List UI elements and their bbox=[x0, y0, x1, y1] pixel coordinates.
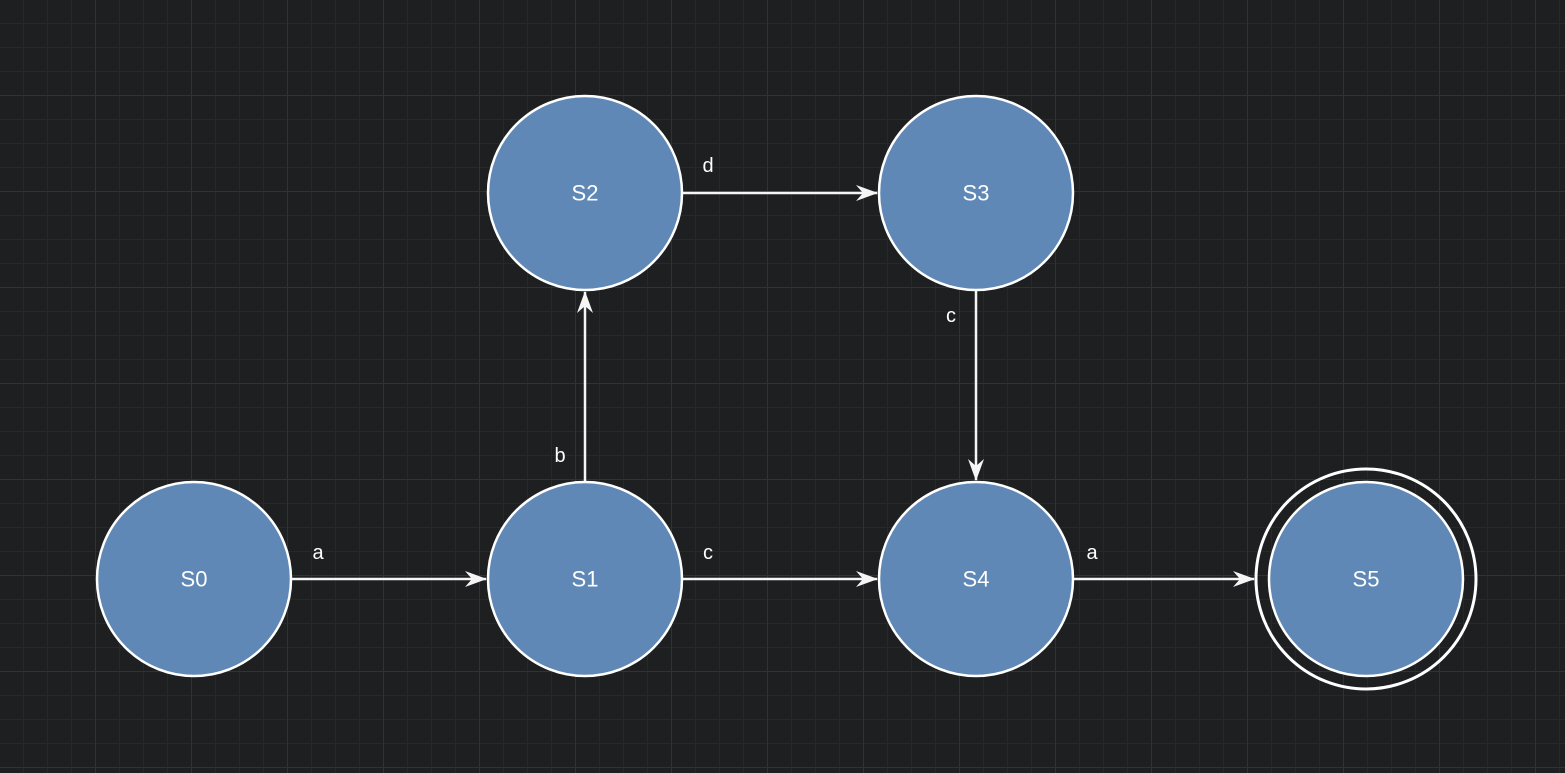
accepting-state-outer-ring bbox=[1254, 467, 1478, 691]
state-circle[interactable] bbox=[877, 480, 1075, 678]
state-circle[interactable] bbox=[95, 480, 293, 678]
transition-label: b bbox=[554, 445, 565, 467]
transition-label: a bbox=[1086, 542, 1098, 564]
transition-label: a bbox=[312, 542, 324, 564]
transition-label: d bbox=[702, 155, 713, 177]
transition-S3-S4[interactable]: c bbox=[946, 291, 984, 481]
transition-S4-S5[interactable]: a bbox=[1073, 542, 1255, 587]
transition-S1-S4[interactable]: c bbox=[683, 542, 878, 587]
state-circle[interactable] bbox=[1267, 480, 1465, 678]
transition-label: c bbox=[946, 305, 956, 327]
state-node-s2[interactable]: S2 bbox=[486, 94, 684, 292]
state-circle[interactable] bbox=[877, 94, 1075, 292]
transition-S0-S1[interactable]: a bbox=[292, 542, 487, 587]
state-node-s1[interactable]: S1 bbox=[486, 480, 684, 678]
transition-S2-S3[interactable]: d bbox=[683, 155, 878, 201]
state-node-s3[interactable]: S3 bbox=[877, 94, 1075, 292]
state-circle[interactable] bbox=[486, 94, 684, 292]
state-node-s0[interactable]: S0 bbox=[95, 480, 293, 678]
state-circle[interactable] bbox=[486, 480, 684, 678]
state-node-s4[interactable]: S4 bbox=[877, 480, 1075, 678]
transition-label: c bbox=[703, 542, 713, 564]
transition-S1-S2[interactable]: b bbox=[554, 291, 593, 481]
state-node-s5[interactable]: S5 bbox=[1254, 467, 1478, 691]
